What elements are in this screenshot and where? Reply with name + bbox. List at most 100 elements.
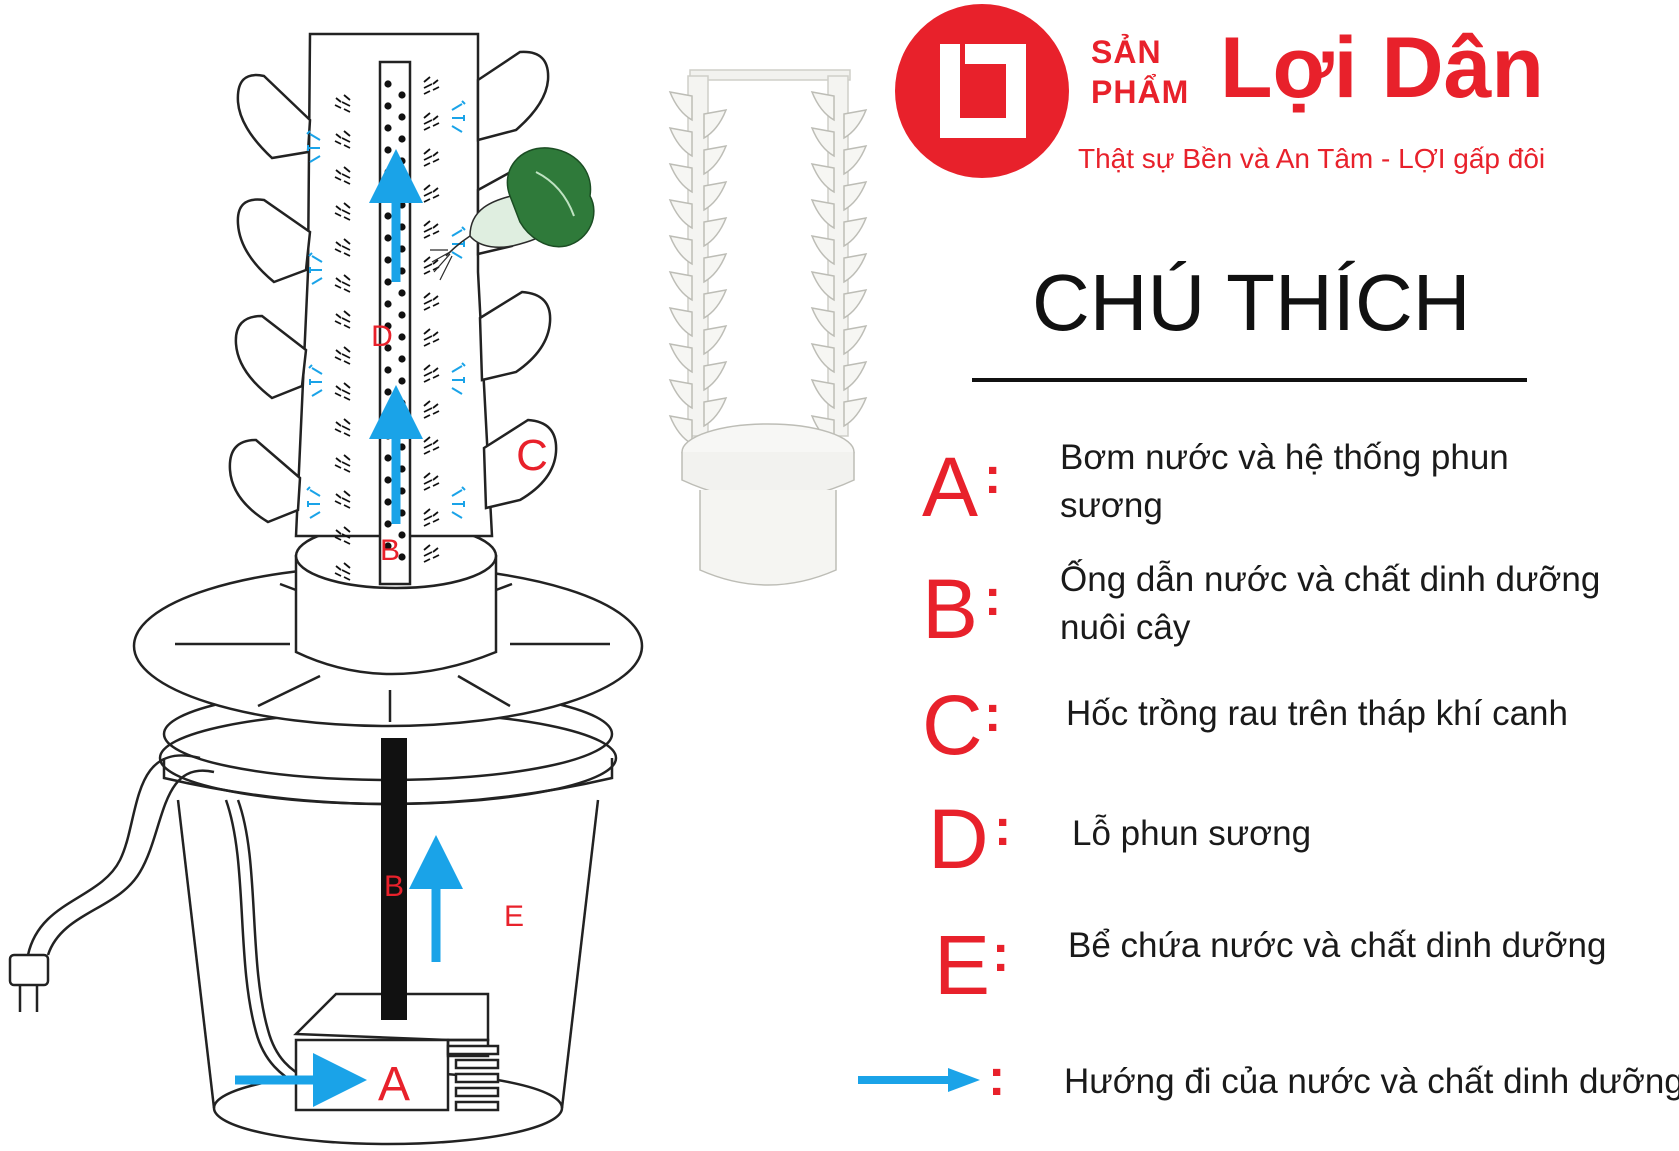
mist-hole	[384, 146, 392, 154]
spray-mark	[423, 400, 440, 419]
mist-hole	[398, 91, 406, 99]
mist-hole	[384, 322, 392, 330]
spray-mark	[334, 562, 351, 581]
flow-arrow-icon	[858, 1068, 980, 1092]
spray-mark	[334, 310, 351, 329]
mist-hole	[384, 300, 392, 308]
brand-slogan: Thật sự Bền và An Tâm - LỢI gấp đôi	[1078, 143, 1546, 174]
mist-hole	[398, 135, 406, 143]
legend-text: Lỗ phun sương	[1072, 814, 1312, 853]
spray-mark	[423, 112, 440, 131]
spray-mark	[423, 184, 440, 203]
legend-text: Hốc trồng rau trên tháp khí canh	[1066, 694, 1568, 733]
product-pocket	[843, 253, 868, 284]
mist-hole	[384, 256, 392, 264]
spray-mark	[334, 346, 351, 365]
product-pocket	[703, 217, 728, 248]
product-pocket	[810, 199, 835, 230]
product-pocket	[810, 343, 835, 374]
product-pocket	[843, 181, 868, 212]
product-pocket	[668, 235, 693, 266]
product-pocket	[703, 109, 728, 140]
mist-hole	[398, 289, 406, 297]
spray-mark	[334, 130, 351, 149]
product-pocket	[843, 397, 868, 428]
legend-divider	[972, 378, 1527, 382]
spray-mark	[423, 508, 440, 527]
riser-pipe	[381, 738, 407, 1020]
blue-spray-arrow	[451, 362, 466, 395]
product-pocket	[668, 91, 693, 122]
legend-colon: :	[984, 685, 1002, 743]
blue-spray-arrow	[308, 364, 323, 397]
product-pocket	[668, 343, 693, 374]
legend-text: Bơm nước và hệ thống phun sương	[1060, 438, 1509, 525]
mist-hole	[398, 531, 406, 539]
mist-hole	[398, 377, 406, 385]
spray-mark	[423, 76, 440, 95]
spray-marks	[334, 76, 440, 581]
spray-mark	[423, 364, 440, 383]
mist-hole	[384, 366, 392, 374]
spray-mark	[334, 274, 351, 293]
brand-name: Lợi Dân	[1220, 20, 1544, 116]
product-pocket	[810, 235, 835, 266]
diagram-label-e: E	[504, 900, 524, 933]
flow-arrows	[235, 149, 463, 1107]
power-cord	[26, 754, 306, 1088]
product-pocket	[703, 181, 728, 212]
mist-hole	[384, 344, 392, 352]
legend-text: Bể chứa nước và chất dinh dưỡng	[1068, 926, 1607, 965]
brand-word-san: SẢN	[1091, 34, 1162, 70]
legend-colon: :	[988, 1049, 1006, 1107]
spray-mark	[334, 202, 351, 221]
spray-mark	[334, 490, 351, 509]
product-pocket	[668, 307, 693, 338]
product-pocket	[668, 415, 693, 446]
spray-mark	[423, 544, 440, 563]
mist-hole	[384, 520, 392, 528]
product-pocket	[703, 397, 728, 428]
spray-mark	[334, 454, 351, 473]
loi-dan-logo-icon	[895, 4, 1069, 178]
product-pocket	[810, 307, 835, 338]
mist-hole	[398, 355, 406, 363]
product-pocket	[703, 289, 728, 320]
legend-letter: A	[922, 440, 979, 534]
legend-letter: C	[922, 678, 983, 772]
blue-spray-arrow	[451, 226, 466, 259]
spray-mark	[334, 382, 351, 401]
mist-hole	[384, 102, 392, 110]
product-pocket	[703, 253, 728, 284]
legend-colon: :	[984, 569, 1002, 627]
spray-mark	[423, 436, 440, 455]
legend-letter: E	[934, 918, 991, 1012]
diagram-label-c: C	[516, 431, 548, 480]
legend-title: CHÚ THÍCH	[1032, 258, 1471, 347]
spray-mark	[334, 166, 351, 185]
mist-hole	[398, 333, 406, 341]
product-pocket	[703, 325, 728, 356]
mist-hole	[384, 234, 392, 242]
diagram-label-d: D	[371, 320, 393, 353]
product-photo	[668, 69, 868, 586]
spray-mark	[334, 94, 351, 113]
mist-hole	[384, 80, 392, 88]
spray-mark	[334, 526, 351, 545]
mist-hole	[384, 388, 392, 396]
product-pocket	[668, 127, 693, 158]
mist-hole	[384, 410, 392, 418]
legend-colon: :	[992, 925, 1010, 983]
product-pocket	[810, 163, 835, 194]
spray-mark	[334, 418, 351, 437]
legend-letter: B	[922, 562, 979, 656]
product-pocket	[843, 217, 868, 248]
mist-hole	[398, 311, 406, 319]
product-pocket	[810, 379, 835, 410]
mist-hole	[384, 432, 392, 440]
blue-spray-arrow	[308, 252, 323, 285]
product-pocket	[810, 271, 835, 302]
mist-hole	[398, 553, 406, 561]
blue-spray-arrow	[451, 486, 466, 519]
mist-hole	[398, 399, 406, 407]
